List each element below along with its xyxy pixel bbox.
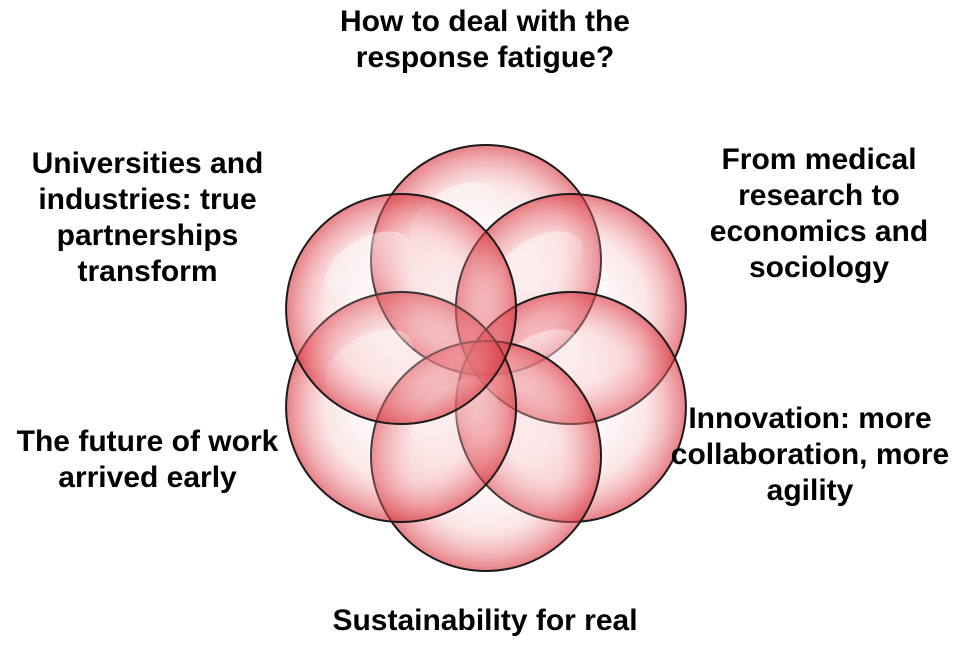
petal-circle-top-left: [285, 193, 518, 425]
petal-highlight: [324, 231, 413, 300]
label-sustainability: Sustainability for real: [332, 604, 638, 637]
label-response-fatigue: How to deal with the response fatigue?: [340, 5, 630, 74]
label-future-of-work: The future of work arrived early: [16, 425, 279, 494]
label-medical-research: From medical research to economics and s…: [709, 143, 929, 284]
petal-circle-shape: [285, 193, 518, 425]
label-innovation: Innovation: more collaboration, more agi…: [670, 402, 950, 507]
label-universities-industries: Universities and industries: true partne…: [31, 147, 264, 288]
overlapping-circles: [285, 144, 687, 572]
petal-highlight: [494, 231, 583, 300]
